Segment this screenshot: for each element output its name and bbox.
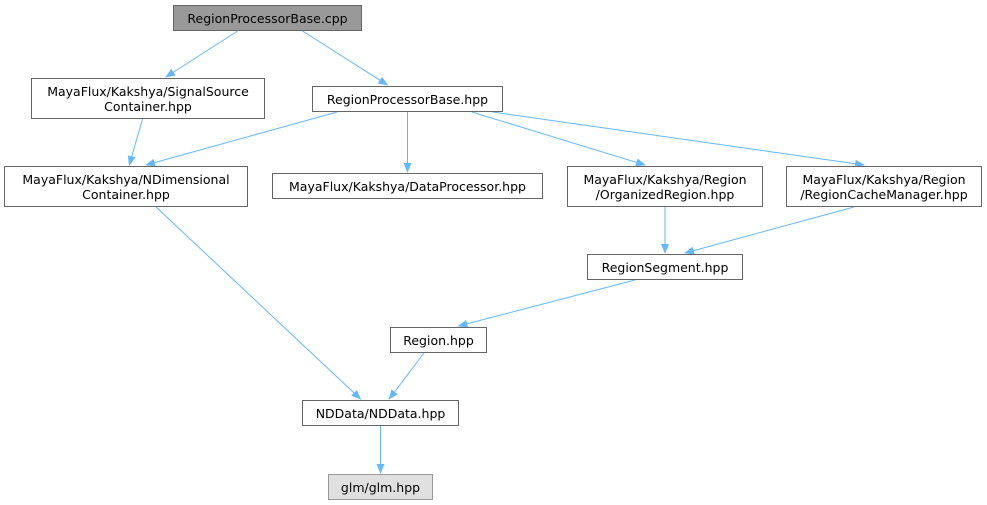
edge-cache-to-segment [684,206,855,255]
node-label-line: RegionSegment.hpp [601,259,729,275]
node-label-line: RegionProcessorBase.cpp [187,10,348,26]
node-label-line: /OrganizedRegion.hpp [595,186,735,202]
node-regionsegment-hpp[interactable]: RegionSegment.hpp [587,254,743,280]
node-label-line: MayaFlux/Kakshya/NDimensional [22,171,230,187]
edge-rpbhpp-to-orgreg [471,111,646,167]
edge-rpbhpp-to-cache [492,111,865,168]
node-regionprocessorbase-cpp: RegionProcessorBase.cpp [173,5,362,31]
edge-root-to-rpbhpp [302,30,389,86]
edge-region-to-nddata [388,352,425,400]
node-label-line: NDData/NDData.hpp [315,405,446,421]
edge-segment-to-region [457,279,636,328]
node-ndimensional-container-hpp[interactable]: MayaFlux/Kakshya/NDimensional Container.… [4,166,248,207]
node-nddata-hpp[interactable]: NDData/NDData.hpp [302,400,459,426]
node-signalsource-container-hpp[interactable]: MayaFlux/Kakshya/SignalSource Container.… [31,78,265,119]
node-regioncachemanager-hpp[interactable]: MayaFlux/Kakshya/Region /RegionCacheMana… [786,166,982,207]
node-label-line: Region.hpp [403,332,474,348]
node-label-line: Container.hpp [82,186,170,202]
edge-root-to-signal [165,30,238,78]
node-dataprocessor-hpp[interactable]: MayaFlux/Kakshya/DataProcessor.hpp [272,173,543,199]
node-label-line: MayaFlux/Kakshya/DataProcessor.hpp [289,178,526,194]
edge-signal-to-ndim [127,118,143,166]
node-label-line: /RegionCacheManager.hpp [800,186,968,202]
edge-layer [127,30,865,474]
node-label-line: glm/glm.hpp [340,479,421,495]
edge-rpbhpp-to-ndim [145,111,338,167]
node-regionprocessorbase-hpp[interactable]: RegionProcessorBase.hpp [312,86,503,112]
node-organizedregion-hpp[interactable]: MayaFlux/Kakshya/Region /OrganizedRegion… [567,166,763,207]
node-label-line: MayaFlux/Kakshya/SignalSource [47,83,249,99]
node-label-line: MayaFlux/Kakshya/Region [583,171,747,187]
node-region-hpp[interactable]: Region.hpp [390,327,487,353]
edge-ndim-to-nddata [155,206,362,400]
node-label-line: Container.hpp [104,98,192,114]
node-glm-hpp: glm/glm.hpp [328,474,433,500]
node-label-line: RegionProcessorBase.hpp [326,91,489,107]
node-label-line: MayaFlux/Kakshya/Region [802,171,966,187]
